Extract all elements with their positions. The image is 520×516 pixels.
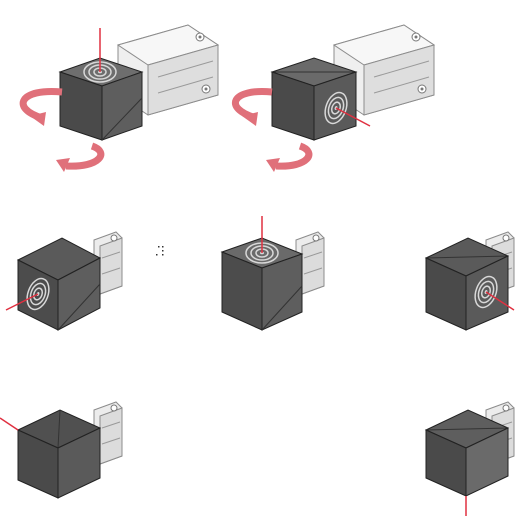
orientation-bottom-edge (424, 401, 515, 516)
orientation-front-face (5, 231, 123, 331)
orientation-top-face (220, 216, 325, 331)
orientation-right-face (424, 231, 515, 331)
sensor-face-top (19, 24, 219, 172)
small-glyph (156, 246, 164, 256)
orientation-left-edge (0, 401, 123, 499)
sensor-face-side (232, 24, 435, 172)
